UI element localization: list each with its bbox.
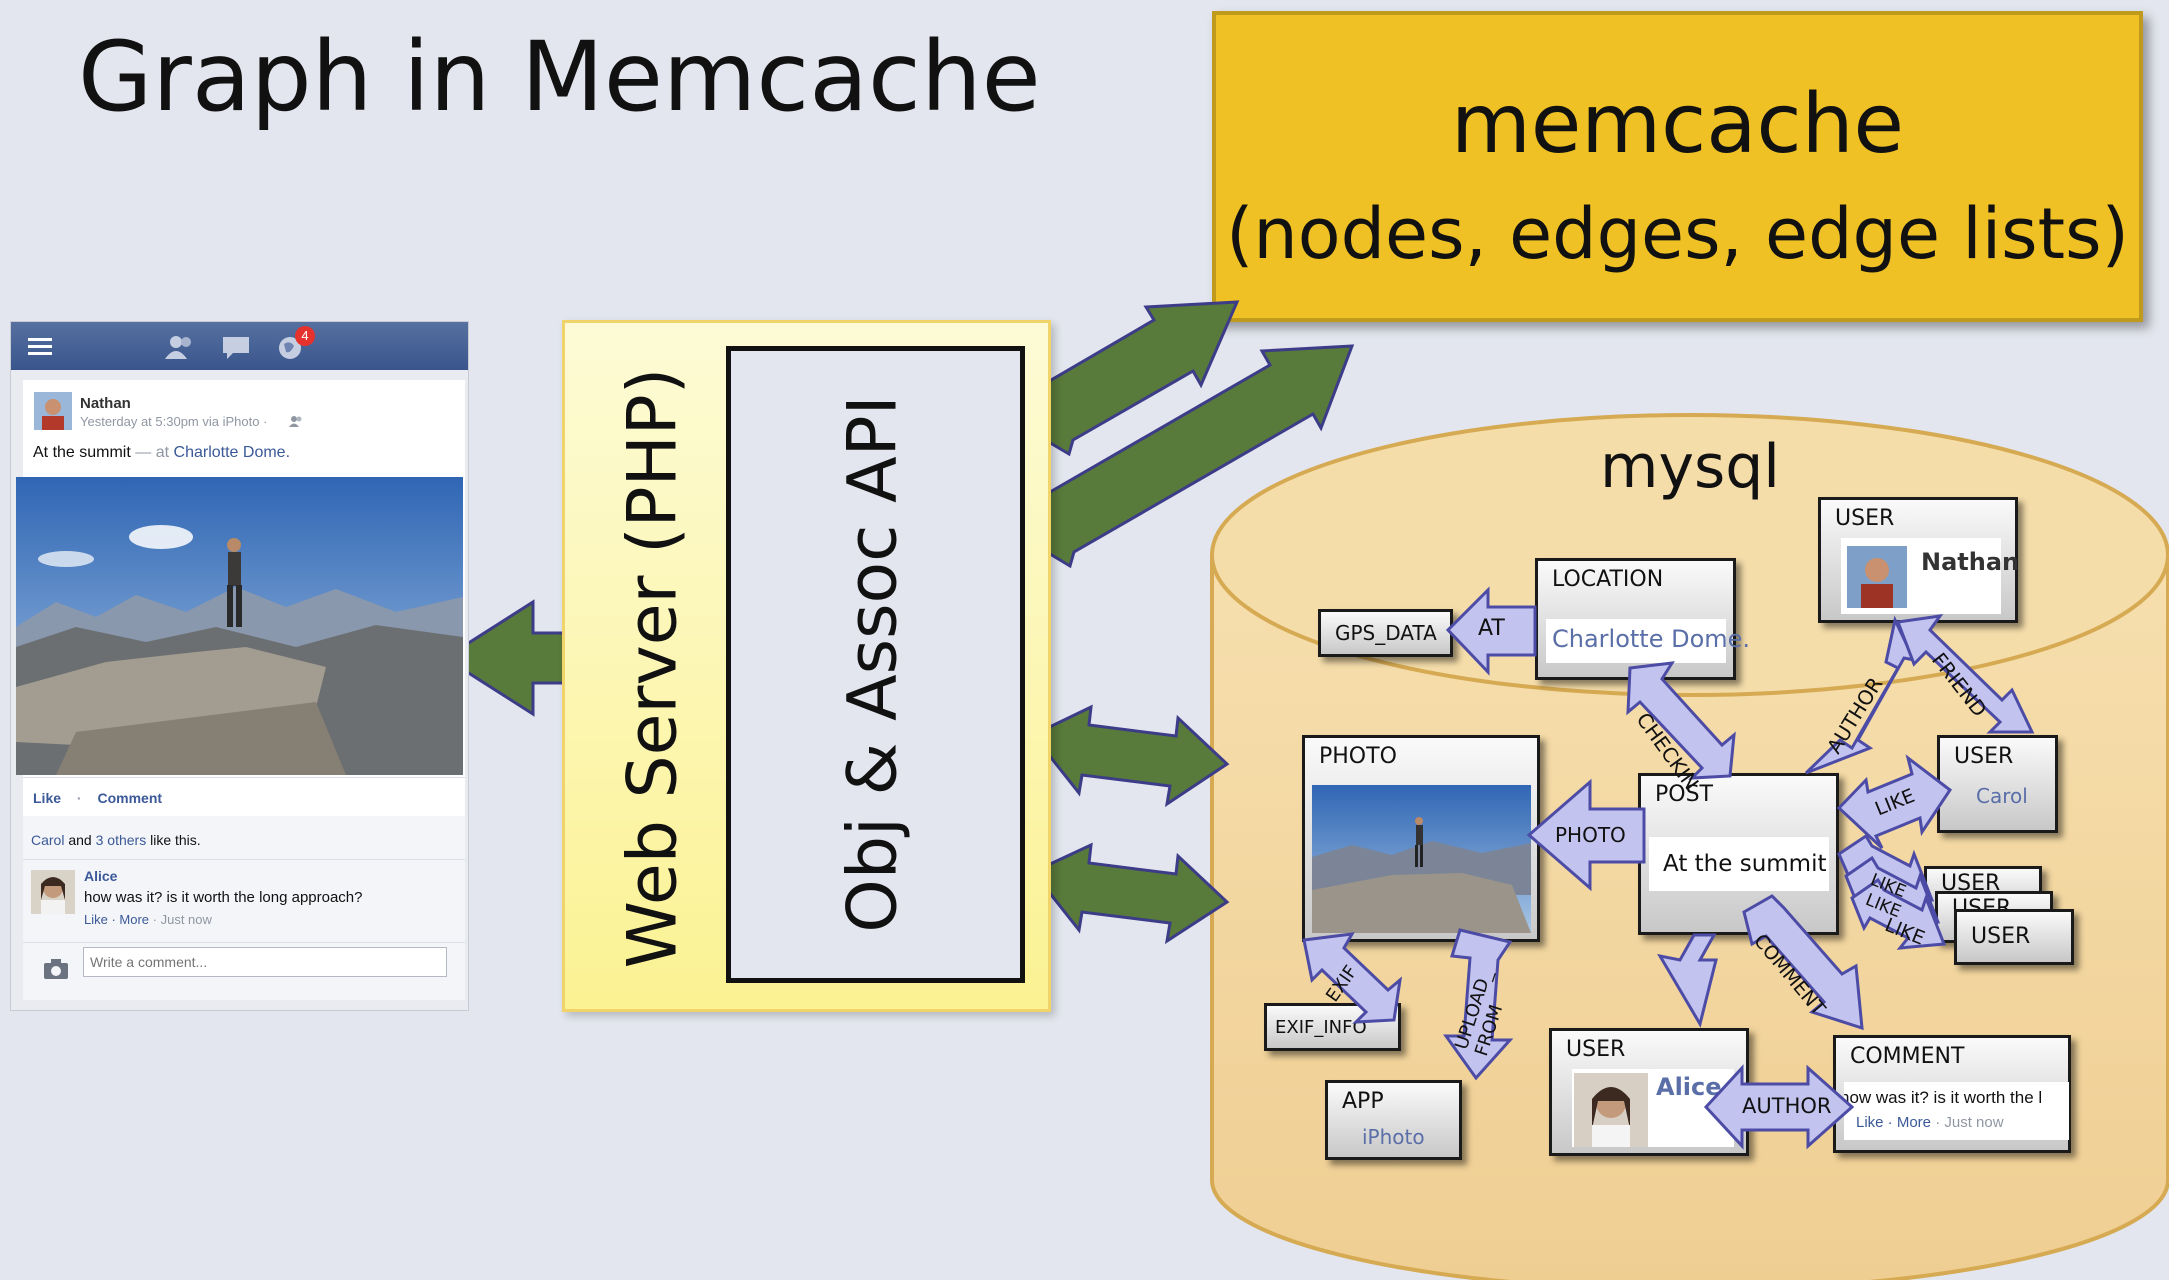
comment-text: how was it? is it worth the long approac… (84, 889, 363, 906)
edge-like (1836, 754, 1953, 850)
edge-author (1804, 615, 1917, 775)
nathan-photo (1847, 546, 1907, 608)
photo-node: PHOTO (1302, 735, 1540, 942)
comment-time: · Just now (152, 912, 212, 927)
exif-info-node: EXIF_INFO (1264, 1003, 1401, 1051)
edge-checkin (1626, 661, 1736, 780)
edge-photo (1526, 778, 1646, 892)
user-carol-value: Carol (1976, 784, 2028, 808)
gps-data-node: GPS_DATA (1318, 609, 1453, 657)
user-alice-value: Alice (1656, 1073, 1722, 1101)
comment-node-text: how was it? is it worth the l (1844, 1088, 2043, 1107)
post-meta: Yesterday at 5:30pm via iPhoto · (80, 414, 268, 429)
edge-photo-label: PHOTO (1555, 823, 1626, 847)
messages-icon[interactable] (219, 333, 253, 361)
edge-at (1445, 586, 1537, 676)
edge-post-down (1657, 933, 1718, 1028)
alice-avatar[interactable] (31, 870, 75, 914)
phone-top-bar: 4 (11, 322, 468, 370)
liker-carol-link[interactable]: Carol (31, 832, 65, 848)
poster-name[interactable]: Nathan (80, 395, 131, 412)
audience-icon (289, 416, 302, 427)
others-link[interactable]: 3 others (95, 832, 147, 848)
user-carol-node: USER Carol (1937, 735, 2058, 833)
alice-photo (1574, 1073, 1648, 1147)
comment-node: COMMENT how was it? is it worth the l Li… (1833, 1035, 2071, 1153)
comment-input[interactable] (83, 947, 447, 977)
arrow-mysql-1 (1030, 704, 1230, 808)
arrow-mysql-2 (1030, 842, 1230, 945)
edge-friend (1895, 614, 2035, 734)
like-link[interactable]: Like (33, 790, 62, 806)
user-nathan-value: Nathan (1921, 548, 2020, 576)
menu-icon[interactable] (28, 336, 52, 356)
nathan-avatar[interactable] (34, 392, 72, 430)
notification-badge: 4 (295, 326, 315, 346)
app-value: iPhoto (1362, 1125, 1425, 1149)
notifications-globe-icon[interactable] (276, 332, 306, 362)
memcache-label: memcache (1450, 77, 1905, 172)
obj-assoc-api-box (726, 346, 1025, 983)
edge-like-stack-3 (1850, 877, 1947, 950)
user-nathan-node: USER Nathan (1818, 497, 2020, 623)
location-node: LOCATION Charlotte Dome. (1535, 558, 1750, 680)
edge-exif (1302, 932, 1403, 1024)
post-value: At the summit (1663, 851, 1827, 877)
memcache-box: memcache (nodes, edges, edge lists) (1212, 11, 2143, 322)
edge-author-2 (1703, 1064, 1855, 1150)
post-at-text: — at (135, 444, 170, 461)
post-status-text: At the summit (33, 444, 131, 461)
slide-title: Graph in Memcache (78, 21, 1041, 133)
app-node: APP iPhoto (1325, 1080, 1462, 1160)
commenter-name[interactable]: Alice (84, 868, 118, 884)
comment-actions[interactable]: Like · More (84, 912, 150, 927)
phone-screenshot: 4 Nathan Yesterday at 5:30pm via iPhoto … (10, 321, 469, 1011)
summit-photo[interactable] (16, 477, 463, 775)
friends-icon[interactable] (163, 333, 197, 361)
camera-icon[interactable] (43, 958, 69, 980)
mysql-label: mysql (1600, 432, 1780, 502)
edge-comment (1742, 894, 1864, 1031)
comment-link[interactable]: Comment (97, 790, 163, 806)
user-alice-node: USER Alice (1549, 1028, 1749, 1156)
photo-thumbnail (1312, 785, 1531, 933)
user-stack-node-3: USER (1954, 909, 2074, 965)
edge-author-2-label: AUTHOR (1742, 1094, 1832, 1118)
edge-upload-from (1443, 928, 1514, 1081)
edge-at-label: AT (1478, 616, 1505, 641)
memcache-contents: (nodes, edges, edge lists) (1226, 193, 2129, 275)
post-place-link[interactable]: Charlotte Dome. (173, 444, 291, 461)
location-value: Charlotte Dome. (1552, 625, 1751, 653)
post-node: POST At the summit (1638, 773, 1839, 935)
